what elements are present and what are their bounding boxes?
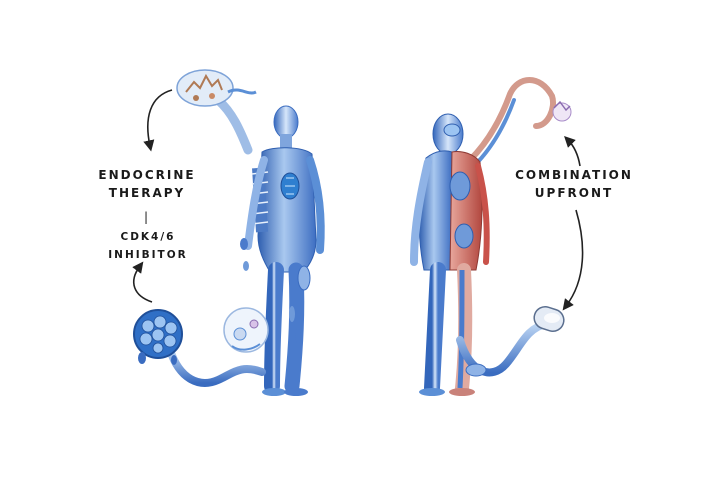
left-tumor: [133, 309, 266, 387]
combination-upfront-label: COMBINATION UPFRONT: [512, 166, 636, 202]
combination-upfront-line1: COMBINATION: [515, 168, 633, 182]
cdk-inhibitor-line1: CDK4/6: [120, 231, 176, 243]
endocrine-therapy-line1: ENDOCRINE: [98, 168, 196, 182]
right-bottom-vessel: [456, 320, 550, 377]
label-separator: |: [143, 210, 151, 224]
right-vessel-red: [467, 77, 556, 163]
left-bottom-arrow: [132, 261, 153, 303]
combination-upfront-line2: UPFRONT: [534, 186, 614, 200]
right-top-arrow: [564, 136, 581, 167]
endocrine-therapy-label: ENDOCRINE THERAPY: [92, 166, 202, 202]
endocrine-therapy-line2: THERAPY: [108, 186, 186, 200]
left-top-arrow: [143, 89, 173, 152]
right-figure: [410, 77, 572, 396]
left-body: [240, 105, 325, 396]
left-figure: [133, 69, 325, 396]
left-top-cluster: [176, 69, 257, 107]
right-bottom-arrow: [562, 209, 584, 311]
right-top-cluster: [552, 100, 572, 122]
cdk-inhibitor-label: CDK4/6 INHIBITOR: [102, 228, 194, 264]
left-cell-bubble: [223, 307, 269, 353]
right-capsule: [533, 306, 565, 332]
cdk-inhibitor-line2: INHIBITOR: [108, 249, 188, 261]
